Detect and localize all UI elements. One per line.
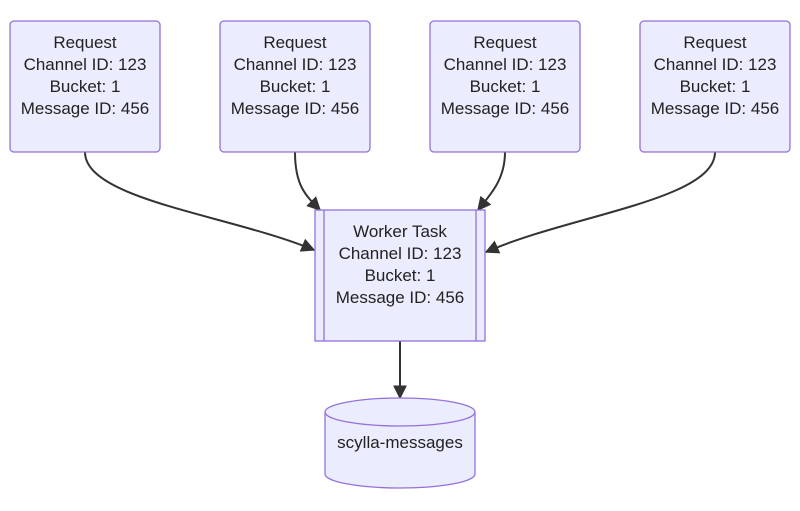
request-channel-id: Channel ID: 123 xyxy=(24,55,147,74)
edge-request-3-to-worker xyxy=(477,151,506,212)
request-title: Request xyxy=(263,33,327,52)
request-node-3: Request Channel ID: 123 Bucket: 1 Messag… xyxy=(429,20,581,153)
edge-request-1-to-worker xyxy=(84,151,316,252)
database-cylinder-body xyxy=(324,412,476,489)
database-node: scylla-messages xyxy=(324,397,476,489)
request-title: Request xyxy=(53,33,117,52)
request-channel-id: Channel ID: 123 xyxy=(654,55,777,74)
request-bucket: Bucket: 1 xyxy=(470,77,541,96)
request-bucket: Bucket: 1 xyxy=(680,77,751,96)
request-message-id: Message ID: 456 xyxy=(21,99,150,118)
request-node-2: Request Channel ID: 123 Bucket: 1 Messag… xyxy=(219,20,371,153)
request-message-id: Message ID: 456 xyxy=(651,99,780,118)
request-node-4: Request Channel ID: 123 Bucket: 1 Messag… xyxy=(639,20,791,153)
worker-message-id: Message ID: 456 xyxy=(336,288,465,307)
request-bucket: Bucket: 1 xyxy=(260,77,331,96)
request-bucket: Bucket: 1 xyxy=(50,77,121,96)
worker-channel-id: Channel ID: 123 xyxy=(339,244,462,263)
edge-request-2-to-worker xyxy=(294,151,321,211)
request-title: Request xyxy=(473,33,537,52)
worker-task-node: Worker Task Channel ID: 123 Bucket: 1 Me… xyxy=(314,209,486,342)
worker-bucket: Bucket: 1 xyxy=(365,266,436,285)
edges xyxy=(84,151,716,400)
request-channel-id: Channel ID: 123 xyxy=(234,55,357,74)
edge-request-4-to-worker xyxy=(484,151,716,254)
request-message-id: Message ID: 456 xyxy=(231,99,360,118)
request-title: Request xyxy=(683,33,747,52)
database-label: scylla-messages xyxy=(337,433,463,452)
request-channel-id: Channel ID: 123 xyxy=(444,55,567,74)
request-message-id: Message ID: 456 xyxy=(441,99,570,118)
worker-title: Worker Task xyxy=(353,222,447,241)
database-cylinder-top xyxy=(324,397,476,427)
request-node-1: Request Channel ID: 123 Bucket: 1 Messag… xyxy=(9,20,161,153)
